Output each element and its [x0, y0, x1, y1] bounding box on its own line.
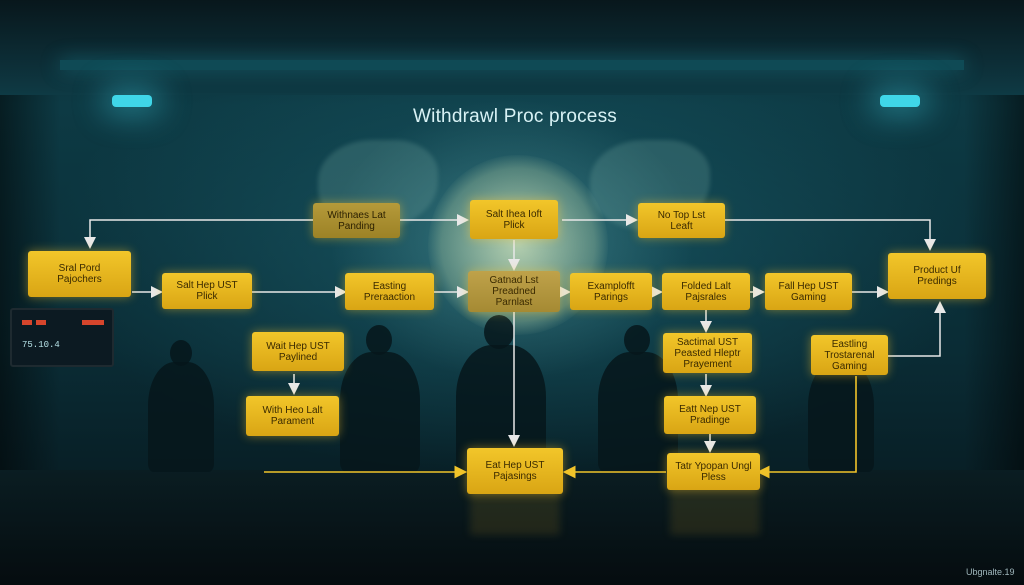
- node-fall-hep[interactable]: Fall Hep UST Gaming: [765, 273, 852, 310]
- node-eat-hep[interactable]: Eat Hep UST Pajasings: [467, 448, 563, 494]
- node-label: With Heo Lalt Parament: [262, 405, 323, 427]
- person-head: [170, 340, 192, 366]
- node-label: Examplofft Parings: [587, 280, 635, 303]
- node-salt-ihea[interactable]: Salt Ihea Ioft Plick: [470, 200, 558, 239]
- connector-arrow: [756, 376, 857, 479]
- person-silhouette: [340, 352, 420, 472]
- person-silhouette: [808, 362, 874, 472]
- indicator-light: [22, 320, 32, 325]
- node-label: Product Uf Predings: [913, 265, 961, 287]
- node-wait-hep[interactable]: Wait Hep UST Paylined: [252, 332, 344, 371]
- person-head: [484, 315, 514, 349]
- node-folded[interactable]: Folded Lalt Pajsrales: [662, 273, 750, 310]
- node-gatnad[interactable]: Gatnad Lst Preadned Parnlast: [468, 271, 560, 312]
- indicator-light: [82, 320, 104, 325]
- node-with-heo[interactable]: With Heo Lalt Parament: [246, 396, 339, 436]
- ceiling: [0, 0, 1024, 95]
- node-label: Folded Lalt Pajsrales: [681, 280, 731, 303]
- node-easting[interactable]: Easting Preraaction: [345, 273, 434, 310]
- node-tatr-ypopan[interactable]: Tatr Ypopan Ungl Pless: [667, 453, 760, 490]
- node-examplofft[interactable]: Examplofft Parings: [570, 273, 652, 310]
- node-label: No Top Lst Leaft: [657, 209, 706, 232]
- node-withnaes[interactable]: Withnaes Lat Panding: [313, 203, 400, 238]
- monitor-reading: 75.10.4: [22, 340, 60, 350]
- node-eatt-nep[interactable]: Eatt Nep UST Pradinge: [664, 396, 756, 434]
- watermark: Ubgnalte.19: [966, 567, 1015, 577]
- node-label: Sactimal UST Peasted Hleptr Prayement: [674, 336, 741, 370]
- connector-arrow: [725, 219, 936, 251]
- spotlight-right: [880, 95, 920, 107]
- node-label: Fall Hep UST Gaming: [778, 280, 839, 303]
- monitor-screen: 75.10.4: [10, 308, 114, 367]
- node-label: Easting Preraaction: [363, 280, 416, 303]
- diagram-title: Withdrawl Proc process: [413, 106, 617, 127]
- node-sactimal[interactable]: Sactimal UST Peasted Hleptr Prayement: [663, 333, 752, 373]
- node-label: Sral Pord Pajochers: [57, 263, 102, 285]
- node-sral-pord[interactable]: Sral Pord Pajochers: [28, 251, 131, 297]
- node-label: Tatr Ypopan Ungl Pless: [675, 460, 752, 483]
- connector-arrow: [84, 219, 313, 249]
- person-silhouette: [148, 362, 214, 472]
- indicator-light: [36, 320, 46, 325]
- node-product[interactable]: Product Uf Predings: [888, 253, 986, 299]
- node-label: Withnaes Lat Panding: [327, 209, 386, 232]
- node-no-top[interactable]: No Top Lst Leaft: [638, 203, 725, 238]
- node-label: Gatnad Lst Preadned Parnlast: [489, 275, 539, 308]
- node-label: Salt Hep UST Plick: [176, 280, 238, 302]
- node-label: Eatt Nep UST Pradinge: [679, 404, 741, 426]
- node-label: Wait Hep UST Paylined: [266, 340, 330, 363]
- node-salt-hep[interactable]: Salt Hep UST Plick: [162, 273, 252, 309]
- node-label: Salt Ihea Ioft Plick: [485, 208, 543, 231]
- person-head: [624, 325, 650, 355]
- node-label: Eastling Trostarenal Gaming: [824, 338, 875, 372]
- ceiling-light-strip: [60, 60, 964, 70]
- node-eastling[interactable]: Eastling Trostarenal Gaming: [811, 335, 888, 375]
- person-head: [366, 325, 392, 355]
- spotlight-left: [112, 95, 152, 107]
- node-label: Eat Hep UST Pajasings: [485, 460, 545, 482]
- connector-arrow: [888, 301, 946, 357]
